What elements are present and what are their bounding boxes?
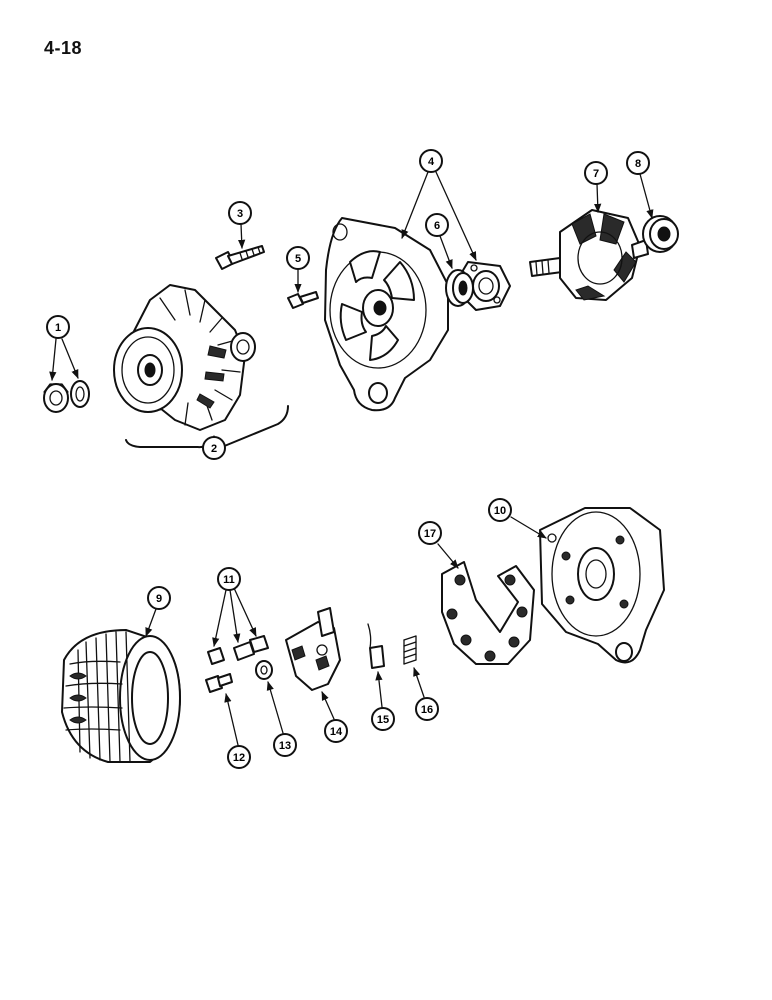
part-12-screw — [205, 673, 233, 693]
part-17-rectifier — [441, 561, 535, 665]
callout-6-label: 6 — [434, 220, 440, 232]
callout-2: 2 — [202, 436, 226, 460]
part-4-drive-end-frame — [324, 217, 511, 412]
part-13-nut — [255, 660, 273, 680]
part-3-through-bolt — [215, 245, 265, 270]
callout-16: 16 — [415, 697, 439, 721]
callout-11-label: 11 — [223, 574, 235, 586]
part-16-spring — [403, 635, 417, 665]
part-9-stator — [61, 629, 181, 763]
callout-17-label: 17 — [424, 528, 436, 540]
callout-15: 15 — [371, 707, 395, 731]
part-11-terminal-studs — [207, 635, 269, 665]
callout-3: 3 — [228, 201, 252, 225]
callout-16-label: 16 — [421, 704, 433, 716]
callout-7: 7 — [584, 161, 608, 185]
callout-13-label: 13 — [279, 740, 291, 752]
part-14-regulator-brush-holder — [285, 607, 341, 691]
callout-4: 4 — [419, 149, 443, 173]
part-1-nut-washer — [43, 380, 90, 413]
page-number: 4-18 — [44, 38, 83, 58]
part-7-rotor — [529, 209, 649, 301]
callout-10: 10 — [488, 498, 512, 522]
callout-7-label: 7 — [593, 168, 599, 180]
callout-5: 5 — [286, 246, 310, 270]
part-10-slip-ring-end-frame — [539, 507, 665, 664]
part-8-bearing — [642, 215, 679, 253]
part-2-pulley-fan — [113, 284, 289, 449]
callout-4-label: 4 — [428, 156, 435, 168]
callout-15-label: 15 — [377, 714, 389, 726]
callout-5-label: 5 — [295, 253, 301, 265]
callout-6: 6 — [425, 213, 449, 237]
callout-1: 1 — [46, 315, 70, 339]
callout-13: 13 — [273, 733, 297, 757]
callout-14: 14 — [324, 719, 348, 743]
callout-8-label: 8 — [635, 158, 641, 170]
callout-2-label: 2 — [211, 443, 217, 455]
callout-14-label: 14 — [330, 726, 343, 738]
callout-9: 9 — [147, 586, 171, 610]
callout-8: 8 — [626, 151, 650, 175]
callout-12-label: 12 — [233, 752, 245, 764]
part-5-screw — [287, 291, 319, 309]
callout-10-label: 10 — [494, 505, 506, 517]
callout-17: 17 — [418, 521, 442, 545]
part-15-brush — [367, 623, 385, 669]
callout-9-label: 9 — [156, 593, 162, 605]
callout-12: 12 — [227, 745, 251, 769]
leader-lines — [49, 171, 654, 746]
callout-11: 11 — [217, 567, 241, 591]
callout-3-label: 3 — [237, 208, 243, 220]
callout-1-label: 1 — [55, 322, 61, 334]
part-6-bearing — [445, 269, 474, 307]
